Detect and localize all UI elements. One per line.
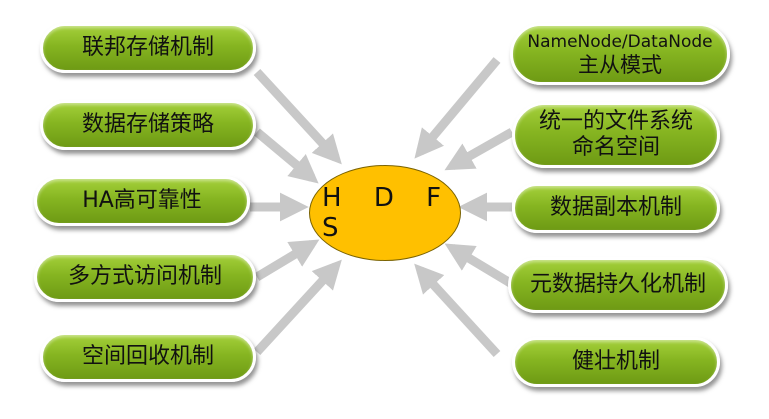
left-item-3: HA高可靠性: [34, 176, 250, 226]
arrow-left-2: [254, 128, 319, 184]
right-item-2-line-2: 命名空间: [571, 135, 660, 160]
right-item-1-line-2: 主从模式: [578, 53, 662, 77]
arrow-right-5: [414, 263, 501, 358]
right-item-1-line-1: NameNode/DataNode: [527, 32, 713, 52]
arrow-right-4: [444, 243, 515, 288]
right-item-3: 数据副本机制: [512, 183, 720, 233]
left-item-4-label: 多方式访问机制: [67, 264, 222, 289]
left-item-1: 联邦存储机制: [40, 23, 256, 73]
right-item-5: 健壮机制: [512, 337, 720, 387]
arrow-right-2: [444, 128, 515, 171]
arrow-right-1: [414, 57, 501, 159]
left-item-2: 数据存储策略: [40, 100, 256, 150]
left-item-1-label: 联邦存储机制: [81, 35, 214, 60]
left-item-4: 多方式访问机制: [34, 252, 256, 302]
hdfs-center-node: H D F S: [309, 165, 461, 261]
right-item-4-label: 元数据持久化机制: [529, 272, 706, 297]
left-item-3-label: HA高可靠性: [82, 188, 202, 213]
right-item-2: 统一的文件系统 命名空间: [512, 102, 720, 168]
arrow-left-1: [253, 68, 342, 165]
arrow-left-4: [254, 239, 320, 281]
right-item-4: 元数据持久化机制: [508, 257, 728, 313]
left-item-5: 空间回收机制: [40, 332, 256, 382]
right-item-5-label: 健壮机制: [571, 349, 660, 374]
left-item-2-label: 数据存储策略: [81, 112, 214, 137]
left-item-5-label: 空间回收机制: [81, 344, 214, 369]
right-item-1: NameNode/DataNode 主从模式: [510, 23, 730, 85]
right-item-3-label: 数据副本机制: [549, 195, 682, 220]
arrow-left-5: [253, 259, 342, 356]
right-item-2-line-1: 统一的文件系统: [538, 109, 693, 134]
